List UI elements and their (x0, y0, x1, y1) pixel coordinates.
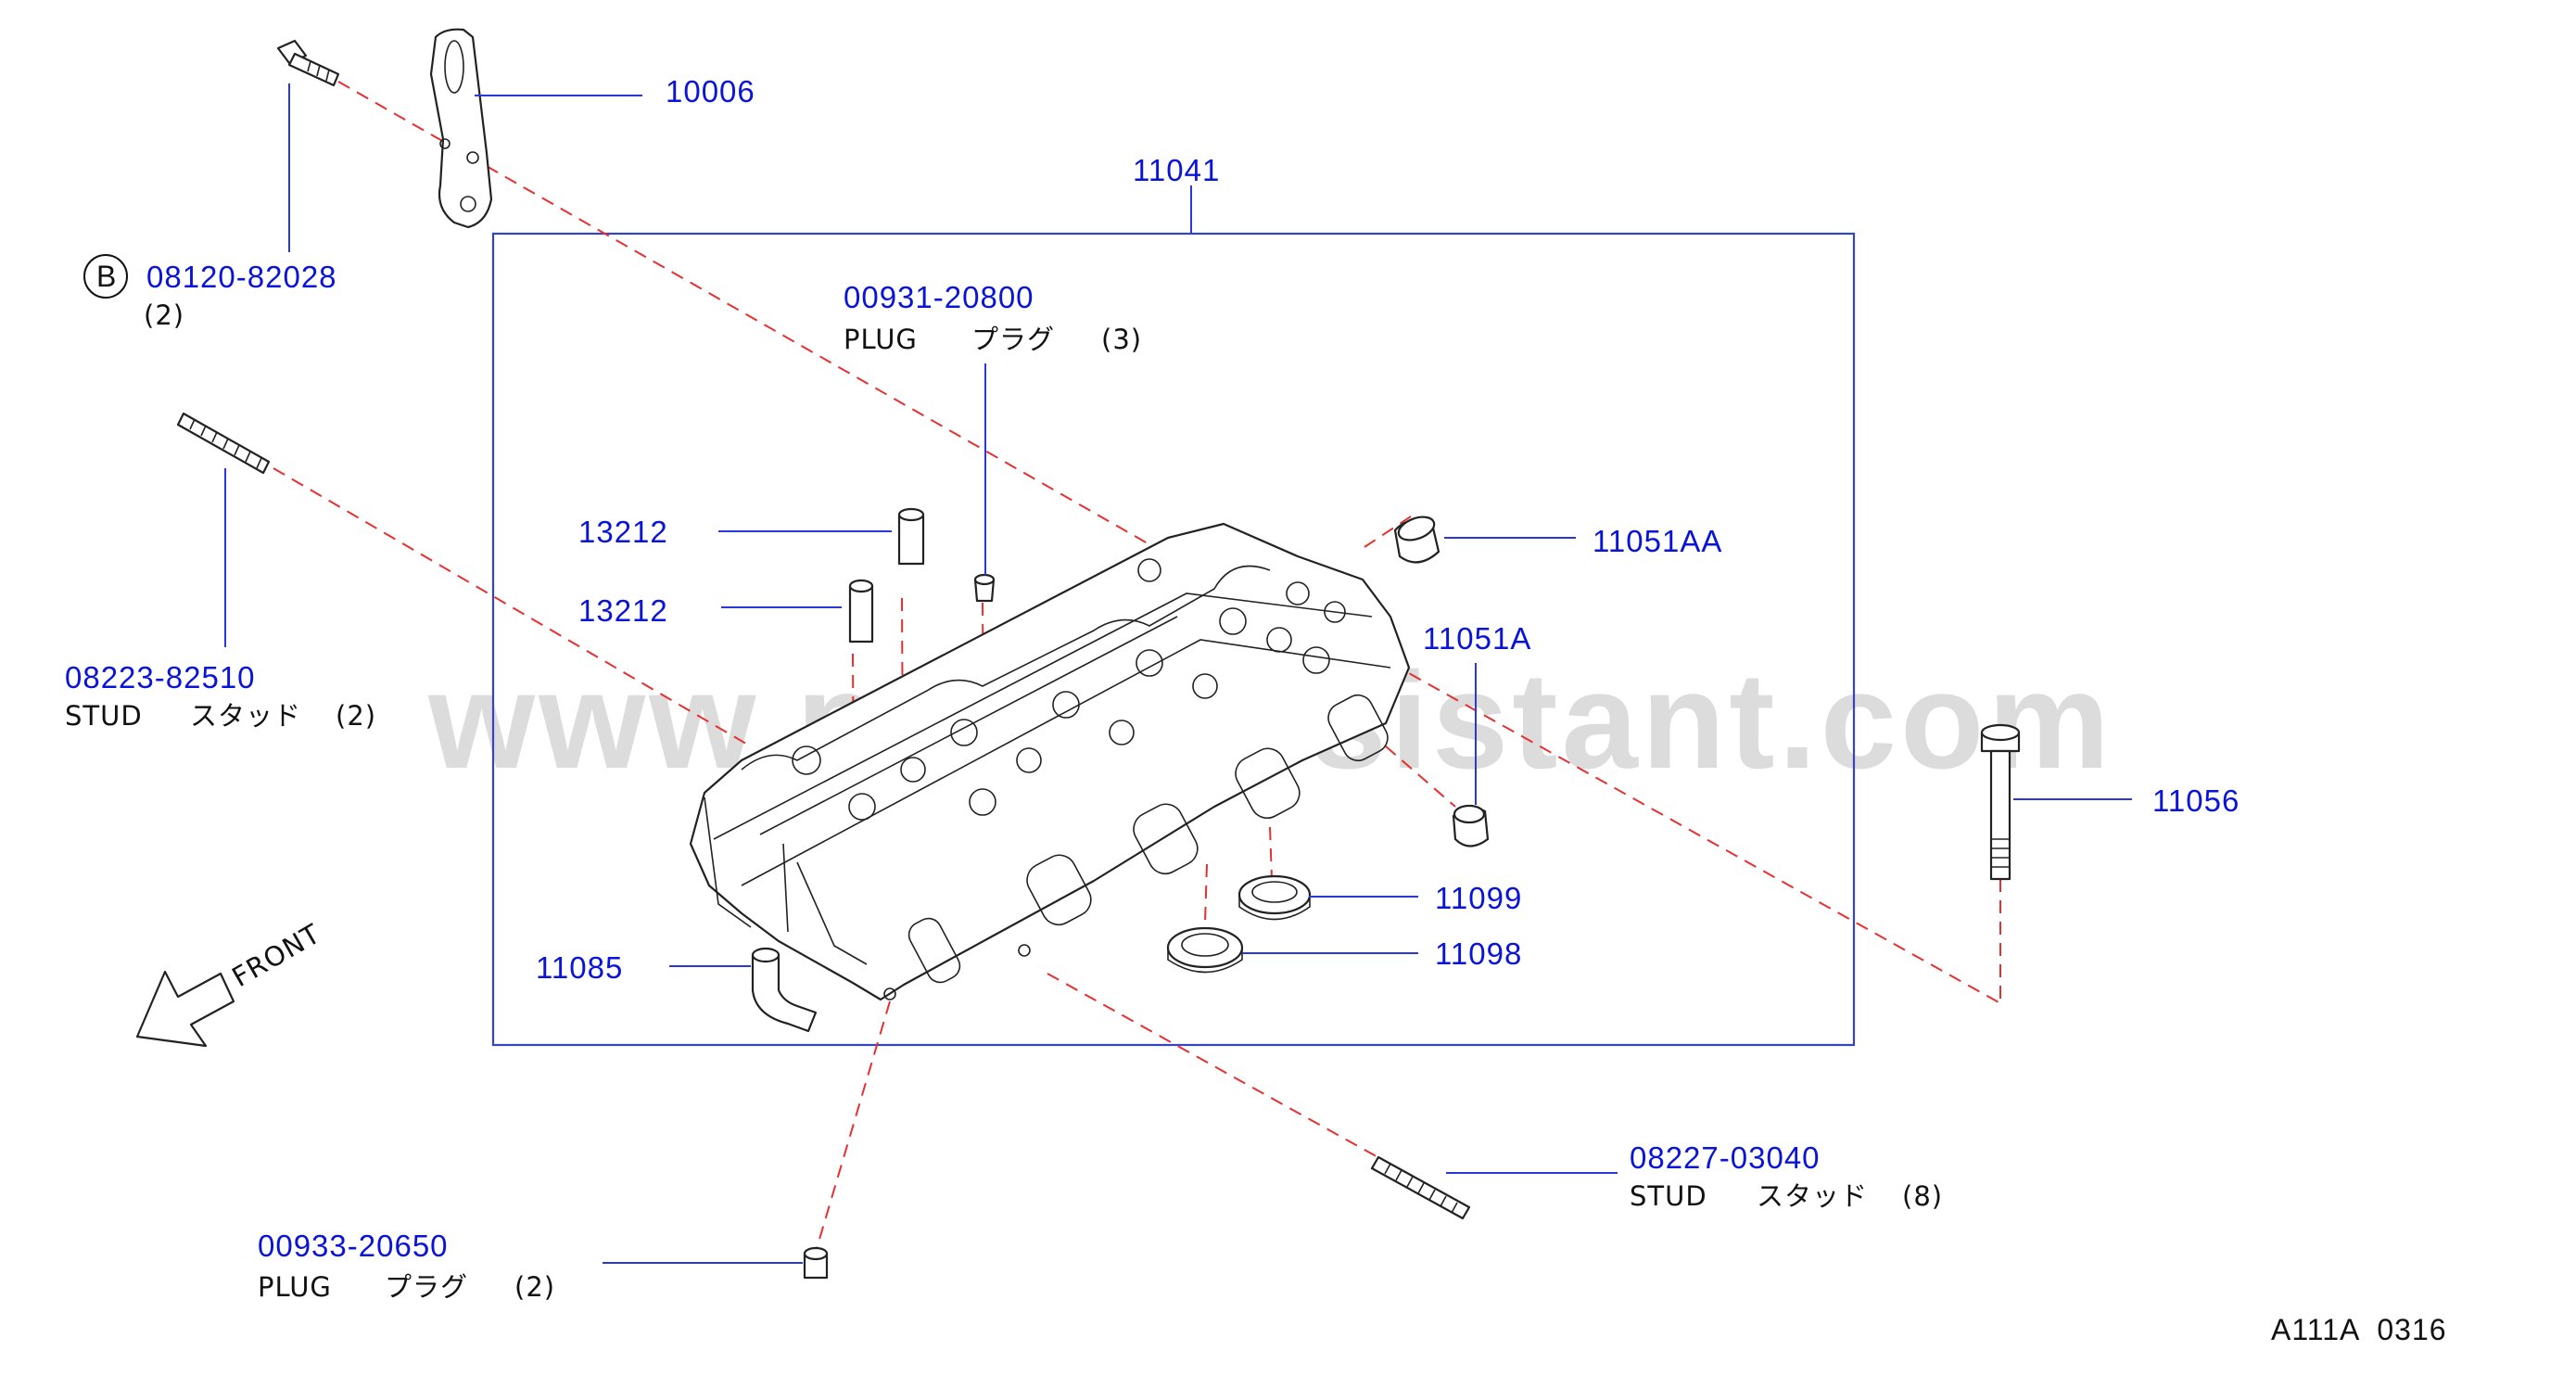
diagram-code: A111A 0316 (2271, 1313, 2447, 1346)
label-00931-20800[interactable]: 00931-20800 (844, 280, 1034, 314)
dowel-13212-lower (848, 579, 874, 643)
plug-11051AA (1393, 516, 1440, 564)
stud-08223-82510 (176, 412, 271, 475)
plug-00931-20800 (973, 573, 996, 603)
label-11051A[interactable]: 11051A (1423, 621, 1531, 656)
name-jp-00933-20650: プラグ (385, 1271, 468, 1303)
assembly-frame-11041 (491, 232, 1856, 1047)
label-11041[interactable]: 11041 (1133, 153, 1220, 187)
name-00933-20650: PLUG (258, 1271, 332, 1303)
plug-11051A (1452, 804, 1490, 847)
name-jp-08223-82510: スタッド (190, 700, 301, 732)
bracket-10006 (429, 28, 493, 229)
label-08227-03040[interactable]: 08227-03040 (1630, 1140, 1821, 1175)
name-08227-03040: STUD (1630, 1180, 1707, 1212)
label-11056[interactable]: 11056 (2152, 784, 2240, 818)
label-00933-20650[interactable]: 00933-20650 (258, 1229, 449, 1263)
dowel-13212-upper (897, 507, 925, 566)
leader-lines (224, 83, 2132, 1264)
cylinder-head (689, 522, 1411, 1001)
qty-08120-82028: (2) (144, 299, 184, 331)
label-10006[interactable]: 10006 (666, 74, 755, 108)
callout-circle-b-letter: B (96, 260, 117, 293)
label-11099[interactable]: 11099 (1435, 881, 1522, 915)
label-08223-82510[interactable]: 08223-82510 (65, 660, 256, 694)
label-13212-upper[interactable]: 13212 (578, 515, 668, 549)
qty-00933-20650: (2) (514, 1271, 555, 1303)
callout-circle-b (83, 254, 128, 299)
bolt-08120-82028 (276, 39, 340, 87)
name-jp-00931-20800: プラグ (971, 324, 1055, 355)
seal-11098 (1166, 926, 1244, 974)
qty-08227-03040: (8) (1902, 1180, 1943, 1212)
label-13212-lower[interactable]: 13212 (578, 593, 668, 628)
label-11085[interactable]: 11085 (536, 950, 623, 985)
label-11051AA[interactable]: 11051AA (1593, 524, 1722, 558)
front-label: FRONT (227, 918, 326, 993)
bolt-11056 (1980, 723, 2021, 881)
stud-08227-03040 (1370, 1155, 1471, 1220)
seal-11099 (1237, 874, 1312, 921)
pipe-11085 (751, 947, 818, 1033)
qty-00931-20800: (3) (1101, 324, 1142, 355)
label-11098[interactable]: 11098 (1435, 936, 1522, 971)
name-08223-82510: STUD (65, 700, 143, 732)
name-00931-20800: PLUG (844, 324, 918, 355)
plug-00933-20650 (803, 1246, 829, 1280)
name-jp-08227-03040: スタッド (1757, 1180, 1868, 1212)
qty-08223-82510: (2) (336, 700, 376, 732)
label-08120-82028[interactable]: 08120-82028 (146, 260, 337, 294)
front-arrow-icon (135, 970, 235, 1048)
